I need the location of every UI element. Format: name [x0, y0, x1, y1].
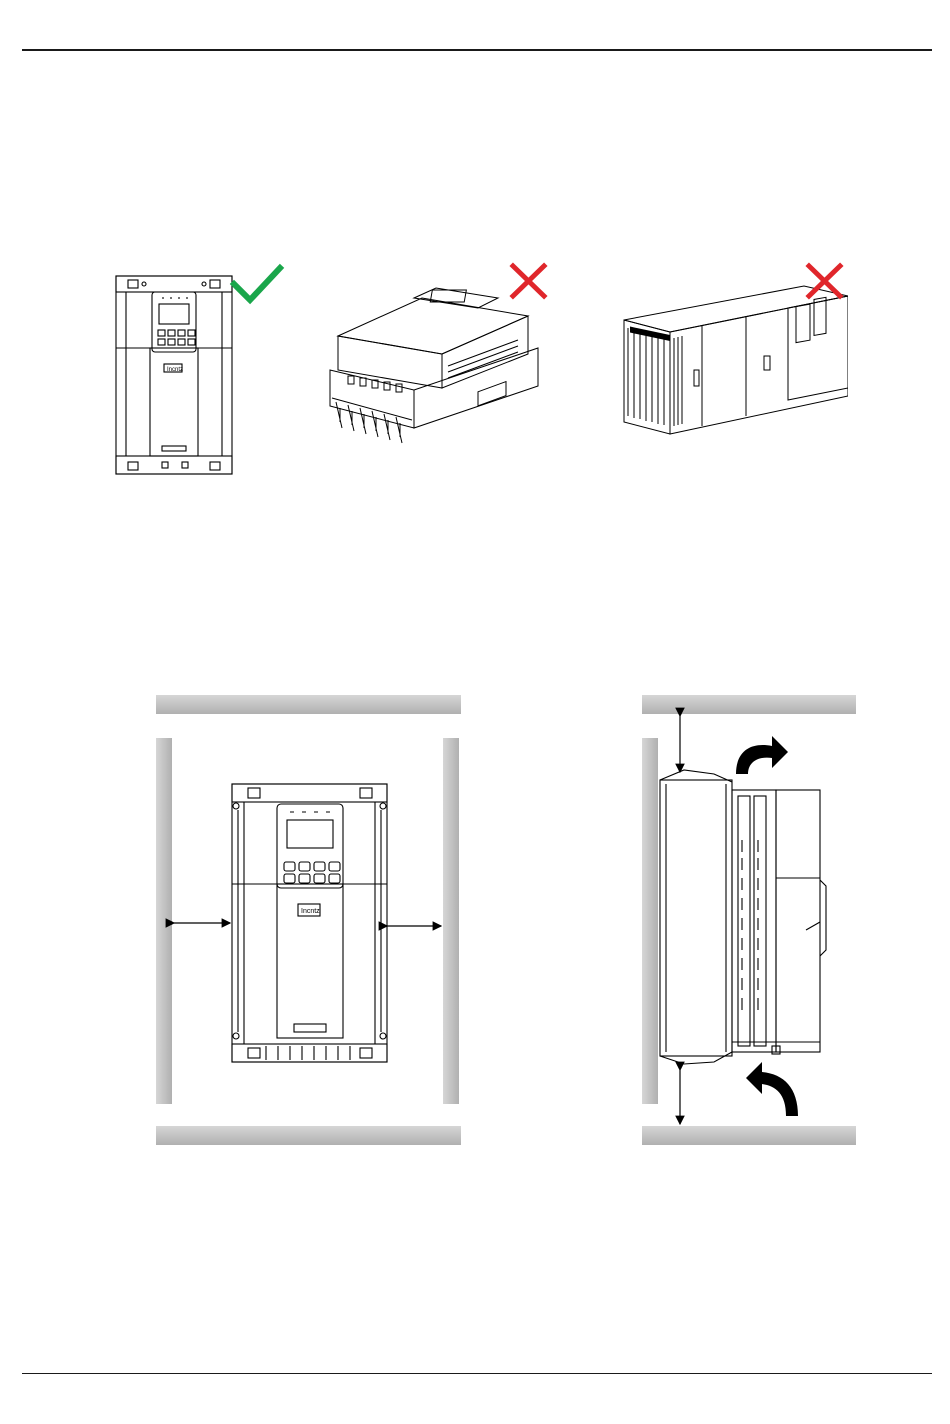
cross-icon [513, 266, 544, 296]
bottom-rule [22, 1373, 932, 1374]
airflow-out-arrow [736, 736, 788, 774]
left-wall [156, 738, 172, 1104]
top-wall [156, 695, 461, 714]
back-wall [642, 738, 658, 1104]
top-wall [642, 695, 856, 714]
right-wall [443, 738, 459, 1104]
airflow-in-arrow [746, 1062, 798, 1116]
top-rule [22, 49, 932, 51]
bottom-wall [156, 1126, 461, 1145]
check-icon [234, 268, 280, 300]
vertical-mount-logo: Incntz [167, 367, 183, 373]
front-view-logo: Incntz [301, 908, 320, 915]
vertical-mount-figure: Incntz [112, 256, 292, 481]
flat-mount-figure [318, 258, 558, 468]
clearance-front-view: Incntz [150, 690, 470, 1150]
sideways-mount-figure [618, 258, 848, 438]
bottom-wall [642, 1126, 856, 1145]
cross-icon [809, 266, 840, 296]
clearance-side-view [636, 690, 866, 1150]
